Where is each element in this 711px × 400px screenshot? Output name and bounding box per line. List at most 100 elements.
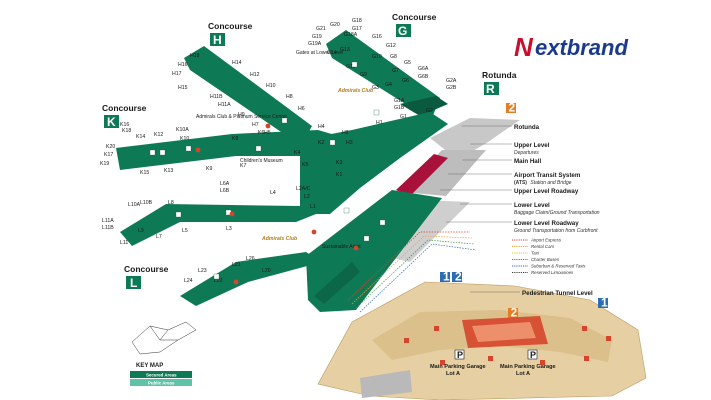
svg-text:Ground Transportation from Cur: Ground Transportation from Curbfront xyxy=(514,228,598,234)
svg-text:Reserved Limousines: Reserved Limousines xyxy=(531,270,574,275)
gate-label: H18 xyxy=(190,53,200,59)
concourse-h-arm xyxy=(184,46,312,144)
sign-blue xyxy=(452,272,462,282)
gate-label: G14 xyxy=(327,50,337,56)
gate-label: H8 xyxy=(286,94,293,100)
gate-label: K10A xyxy=(176,127,189,133)
gate-label: G1A xyxy=(394,98,405,104)
svg-text:Upper Level: Upper Level xyxy=(514,142,550,149)
gate-label: G4 xyxy=(385,82,392,88)
svg-text:Rotunda: Rotunda xyxy=(514,124,540,131)
platinum-center-note: Admirals Club & Platinum Service Center xyxy=(196,114,287,120)
gate-label: K18 xyxy=(122,128,131,134)
gate-label: L22 xyxy=(214,278,223,284)
admirals-club-label: Admirals Club xyxy=(261,236,298,242)
rotunda-label: Rotunda R xyxy=(482,70,517,96)
svg-text:Departures: Departures xyxy=(514,150,539,156)
gate-label: K19 xyxy=(100,161,109,167)
pedestrian-tunnel-title: Pedestrian Tunnel Level xyxy=(522,290,593,297)
upper-roadway xyxy=(402,150,486,196)
svg-text:Lot A: Lot A xyxy=(446,371,460,377)
gate-label: L21 xyxy=(232,262,241,268)
gate-label: G21 xyxy=(316,26,326,32)
parking-garage-2: P Main Parking Garage Lot A xyxy=(500,349,556,377)
gate-label: K6 xyxy=(258,130,264,136)
gate-labels-l: L6A L6B L2A/C L4 L8 L10A L10B L2 L1 L11A… xyxy=(102,181,316,284)
gate-label: G11 xyxy=(346,64,356,70)
gate-label: L24 xyxy=(184,278,193,284)
gate-label: L10B xyxy=(140,200,153,206)
concourse-g-label: Concourse G xyxy=(392,12,437,38)
gate-label: K2 xyxy=(318,140,324,146)
parking-garage-1: P Main Parking Garage Lot A xyxy=(430,349,486,377)
brand-wordmark: extbrand xyxy=(535,35,628,60)
gate-label: K16 xyxy=(120,122,129,128)
gate-label: G6B xyxy=(418,74,429,80)
svg-text:Concourse: Concourse xyxy=(392,12,437,22)
gate-label: G10 xyxy=(372,54,382,60)
svg-text:KEY MAP: KEY MAP xyxy=(136,363,163,369)
gate-label: H15 xyxy=(178,85,188,91)
svg-text:Airport Transit System: Airport Transit System xyxy=(514,172,581,179)
gate-label: G19 xyxy=(312,34,322,40)
restaurant-icons xyxy=(195,123,359,285)
gate-label: K17 xyxy=(104,152,113,158)
gate-label: G7 xyxy=(392,68,399,74)
svg-text:Main Parking Garage: Main Parking Garage xyxy=(500,364,556,370)
svg-text:R: R xyxy=(486,82,495,96)
svg-text:Charter Buses: Charter Buses xyxy=(531,257,560,262)
gate-label: G6A xyxy=(418,66,429,72)
gate-labels-h: H16 H18 H14 H17 H12 H15 H10 H11B H8 H11A… xyxy=(172,53,383,146)
sign-blue xyxy=(440,272,450,282)
concourse-k-tile xyxy=(104,115,119,128)
gates-lower-level-note: Gates at Lower Level xyxy=(296,50,343,56)
gate-label: G2 xyxy=(426,108,433,114)
concourse-l-arm-upper xyxy=(120,204,316,246)
hotel-center-roof xyxy=(472,322,536,342)
gate-labels-g: G21 G20 G19 G18 G19A G17 G18A G16 G14 G1… xyxy=(308,18,457,120)
gate-label: K1 xyxy=(336,172,342,178)
gate-label: K10 xyxy=(180,136,189,142)
gate-label: L5 xyxy=(182,228,188,234)
concourse-h-tile xyxy=(210,33,225,46)
gate-label: G5 xyxy=(404,60,411,66)
gate-label: H4 xyxy=(318,124,325,130)
transport-lines-legend: Airport Express Rental Cars Taxi Charter… xyxy=(512,238,586,275)
gate-label: K14 xyxy=(136,134,145,140)
svg-text:P: P xyxy=(530,350,536,360)
svg-text:Suburban & Reserved Taxis: Suburban & Reserved Taxis xyxy=(531,264,586,269)
gate-label: H17 xyxy=(172,71,182,77)
gate-label: G6 xyxy=(402,78,409,84)
gate-label: K4 xyxy=(294,150,300,156)
gate-label: H1 xyxy=(376,120,383,126)
concourse-g-arm xyxy=(326,30,440,118)
gate-label: H12 xyxy=(250,72,260,78)
gate-label: G20 xyxy=(330,22,340,28)
svg-text:1: 1 xyxy=(601,296,608,310)
brand-logo: N extbrand xyxy=(514,32,628,62)
gate-label: K5 xyxy=(302,162,308,168)
gate-label: K15 xyxy=(140,170,149,176)
svg-text:H: H xyxy=(213,33,222,47)
concourse-l-label: Concourse L xyxy=(124,264,169,290)
gate-label: G2B xyxy=(446,85,457,91)
gate-label: G2A xyxy=(446,78,457,84)
svg-text:Main Hall: Main Hall xyxy=(514,158,541,165)
svg-text:Airport Express: Airport Express xyxy=(530,238,562,243)
gate-label: G16 xyxy=(372,34,382,40)
gate-label: L7 xyxy=(156,234,162,240)
gate-label: G13 xyxy=(340,47,350,53)
gate-label: L3 xyxy=(226,226,232,232)
gate-label: G17 xyxy=(352,26,362,32)
gate-label: H3 xyxy=(346,140,353,146)
svg-text:Lot A: Lot A xyxy=(516,371,530,377)
gate-label: L9 xyxy=(138,228,144,234)
gate-label: G18 xyxy=(352,18,362,24)
gate-label: K7 xyxy=(240,163,246,169)
svg-text:Secured Areas: Secured Areas xyxy=(146,373,177,378)
svg-text:1: 1 xyxy=(443,270,450,284)
concourse-l-arm-lower xyxy=(180,252,322,306)
gate-label: H10 xyxy=(266,83,276,89)
concourse-k-label: Concourse K xyxy=(102,103,147,129)
gate-label: H2 xyxy=(342,130,349,136)
